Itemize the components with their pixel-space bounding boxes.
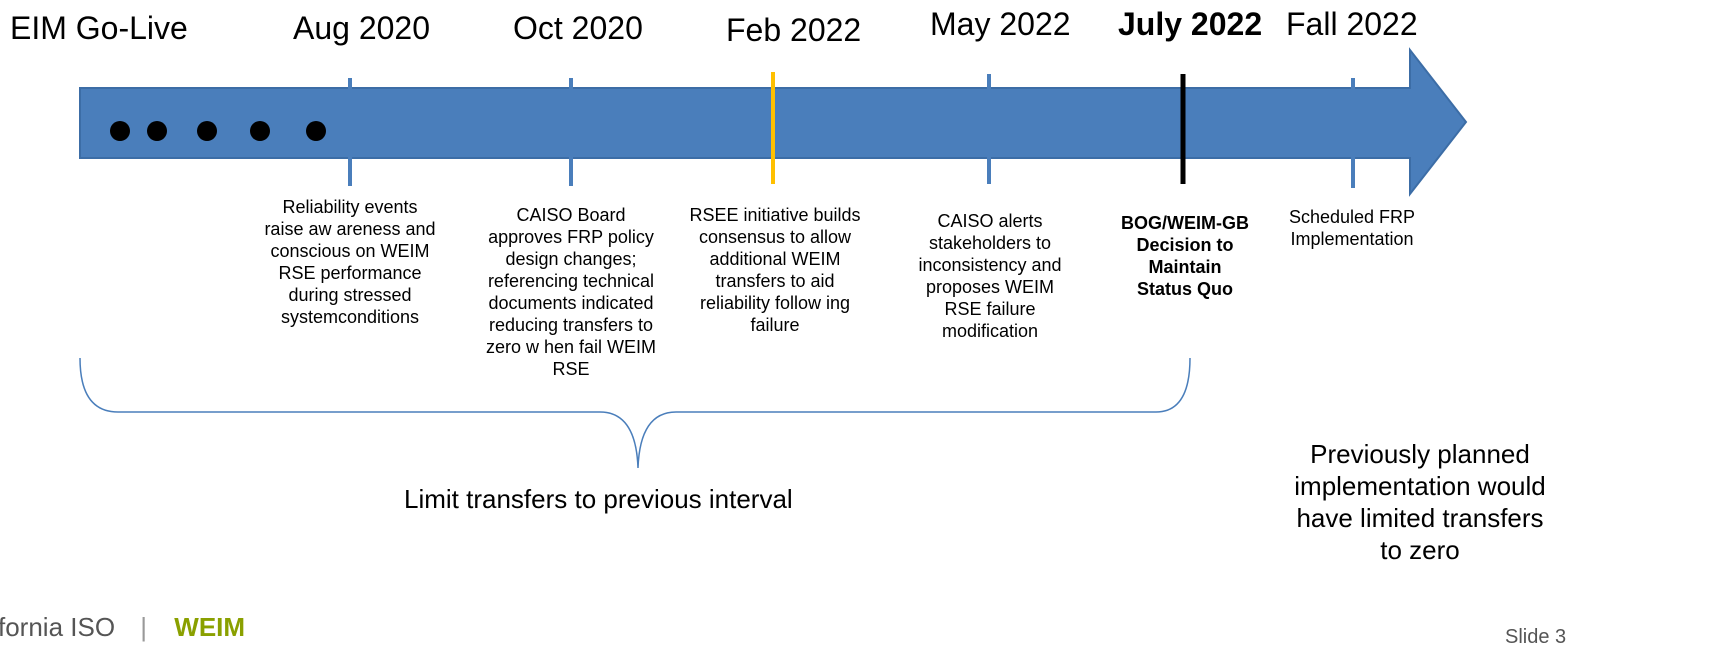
note-line: Previously planned bbox=[1310, 439, 1530, 469]
milestone-description-july-2022: BOG/WEIM-GB Decision to Maintain Status … bbox=[1095, 212, 1275, 300]
logo-divider: | bbox=[140, 612, 148, 642]
description-line: Scheduled FRP bbox=[1288, 207, 1416, 227]
description-line: design changes; bbox=[505, 249, 637, 269]
description-line: RSE failure bbox=[944, 299, 1036, 319]
description-line: RSE performance bbox=[278, 263, 422, 283]
description-line: Decision to bbox=[1136, 235, 1234, 255]
description-line: referencing technical bbox=[487, 271, 655, 291]
description-line: failure bbox=[750, 315, 800, 335]
description-line: during stressed bbox=[288, 285, 412, 305]
description-line: RSE bbox=[552, 359, 590, 379]
date-aug-2020: Aug 2020 bbox=[293, 10, 431, 46]
planned-implementation-note: Previously planned implementation would … bbox=[1270, 438, 1570, 566]
description-line: consensus to allow bbox=[698, 227, 852, 247]
description-line: modification bbox=[941, 321, 1039, 341]
timeline-dot bbox=[147, 121, 167, 141]
description-line: conscious on WEIM bbox=[270, 241, 430, 261]
bracket-label: Limit transfers to previous interval bbox=[404, 484, 793, 514]
milestone-description-fall-2022: Scheduled FRP Implementation bbox=[1268, 206, 1436, 250]
timeline-dot bbox=[197, 121, 217, 141]
description-line: BOG/WEIM-GB bbox=[1121, 213, 1249, 233]
description-line: Implementation bbox=[1290, 229, 1414, 249]
description-line: systemconditions bbox=[280, 307, 420, 327]
description-line: stakeholders to bbox=[928, 233, 1052, 253]
description-line: reliability follow ing bbox=[699, 293, 851, 313]
period-bracket bbox=[79, 357, 1191, 469]
description-line: RSEE initiative builds bbox=[689, 205, 861, 225]
date-eim-go-live: EIM Go-Live bbox=[10, 10, 188, 46]
timeline-dot bbox=[110, 121, 130, 141]
date-feb-2022: Feb 2022 bbox=[726, 12, 862, 48]
description-line: Maintain bbox=[1148, 257, 1222, 277]
description-line: reducing transfers to bbox=[488, 315, 654, 335]
logo-caiso-text: fornia ISO bbox=[0, 612, 116, 642]
description-line: CAISO Board bbox=[516, 205, 626, 225]
note-line: have limited transfers bbox=[1296, 503, 1544, 533]
slide-number: Slide 3 bbox=[1505, 626, 1567, 648]
description-line: documents indicated bbox=[488, 293, 654, 313]
description-line: approves FRP policy bbox=[488, 227, 654, 247]
timeline-dot bbox=[306, 121, 326, 141]
description-line: Reliability events bbox=[282, 197, 418, 217]
note-line: implementation would bbox=[1294, 471, 1546, 501]
timeline-dot bbox=[250, 121, 270, 141]
description-line: raise aw areness and bbox=[264, 219, 436, 239]
description-line: proposes WEIM bbox=[925, 277, 1055, 297]
date-may-2022: May 2022 bbox=[930, 6, 1071, 42]
date-fall-2022: Fall 2022 bbox=[1286, 6, 1418, 42]
description-line: additional WEIM bbox=[709, 249, 841, 269]
description-line: transfers to aid bbox=[715, 271, 835, 291]
milestone-description-aug-2020: Reliability events raise aw areness and … bbox=[250, 196, 450, 328]
footer-logo: fornia ISO | WEIM bbox=[0, 612, 245, 643]
note-line: to zero bbox=[1380, 535, 1460, 565]
description-line: zero w hen fail WEIM bbox=[485, 337, 657, 357]
milestone-description-may-2022: CAISO alerts stakeholders to inconsisten… bbox=[900, 210, 1080, 342]
date-july-2022: July 2022 bbox=[1118, 6, 1263, 42]
description-line: inconsistency and bbox=[918, 255, 1062, 275]
logo-weim-text: WEIM bbox=[174, 612, 246, 642]
date-oct-2020: Oct 2020 bbox=[513, 10, 643, 46]
milestone-description-feb-2022: RSEE initiative builds consensus to allo… bbox=[675, 204, 875, 336]
description-line: Status Quo bbox=[1136, 279, 1233, 299]
description-line: CAISO alerts bbox=[937, 211, 1043, 231]
milestone-description-oct-2020: CAISO Board approves FRP policy design c… bbox=[466, 204, 676, 380]
